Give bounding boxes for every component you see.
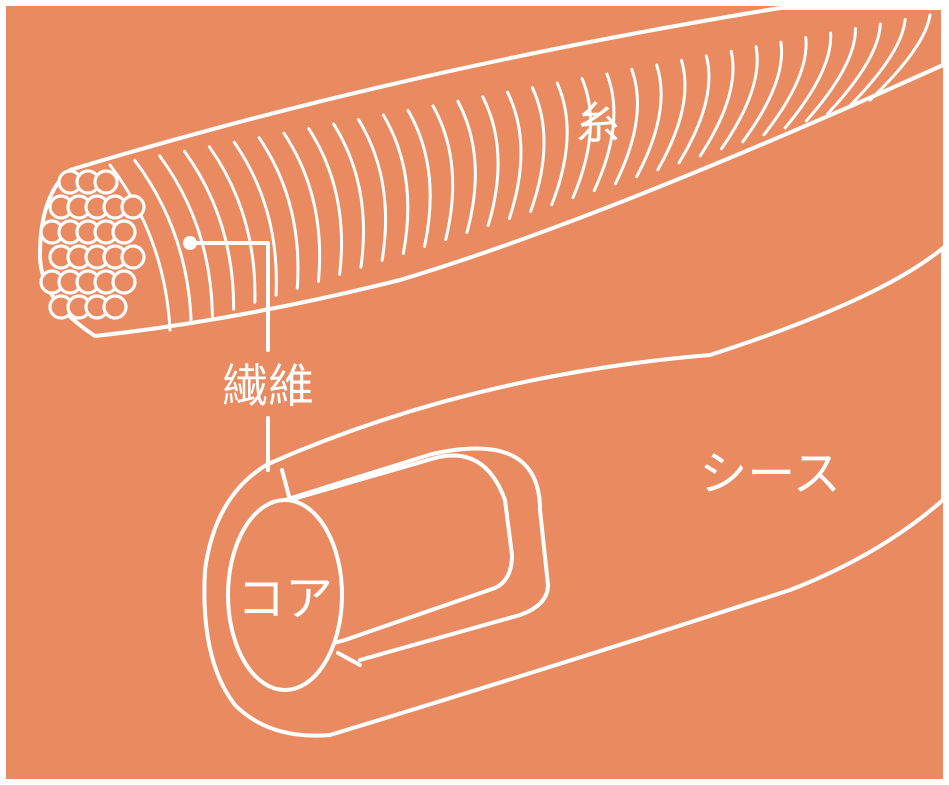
twist-line xyxy=(847,18,907,109)
yarn-twist-lines xyxy=(108,13,932,332)
core-label: コア xyxy=(237,571,333,627)
core-cross-section xyxy=(226,498,344,692)
twist-line xyxy=(868,13,932,102)
fiber-end xyxy=(111,269,137,295)
twist-line xyxy=(804,27,857,123)
twist-line xyxy=(108,163,172,332)
twist-line xyxy=(506,90,523,220)
fiber-end xyxy=(120,194,146,220)
twist-line xyxy=(741,40,784,144)
sheath-cut-top xyxy=(280,468,292,502)
twist-line xyxy=(550,81,569,207)
twist-line xyxy=(381,113,410,255)
twist-line xyxy=(613,68,639,186)
sheath-cut-bottom xyxy=(336,651,362,667)
twist-line xyxy=(635,63,663,179)
twist-line xyxy=(592,72,616,193)
twist-line xyxy=(332,122,365,269)
twist-line xyxy=(183,149,236,311)
twist-line xyxy=(232,140,278,297)
twist-line xyxy=(456,99,477,234)
twist-line xyxy=(677,54,711,165)
twist-line xyxy=(529,86,546,214)
twist-line xyxy=(698,49,735,158)
twist-line xyxy=(720,45,759,151)
sheath-label: シース xyxy=(699,446,841,502)
fiber-cross-sections xyxy=(39,169,146,320)
fiber-end xyxy=(102,294,128,320)
twist-line xyxy=(431,104,455,241)
twist-line xyxy=(307,127,343,276)
fiber-leader-line xyxy=(188,241,270,352)
twist-line xyxy=(571,77,592,200)
twist-line xyxy=(762,36,808,137)
twist-line xyxy=(158,154,214,318)
twist-line xyxy=(783,31,833,130)
twist-line xyxy=(656,58,687,172)
sheath-core-tube xyxy=(283,446,550,662)
fiber-label: 繊維 xyxy=(222,359,314,413)
fiber-end xyxy=(120,244,146,270)
twist-line xyxy=(826,22,882,116)
twist-line xyxy=(207,145,257,304)
twist-line xyxy=(257,136,300,290)
twist-line xyxy=(133,158,193,325)
sheath-tube xyxy=(202,246,945,738)
yarn-bundle xyxy=(38,6,945,338)
twist-line xyxy=(356,118,388,262)
fiber-end xyxy=(93,169,119,195)
yarn-label: 糸 xyxy=(576,98,620,149)
twist-line xyxy=(282,131,322,283)
twist-line xyxy=(406,108,432,248)
twist-line xyxy=(481,95,500,227)
fiber-end xyxy=(111,219,137,245)
